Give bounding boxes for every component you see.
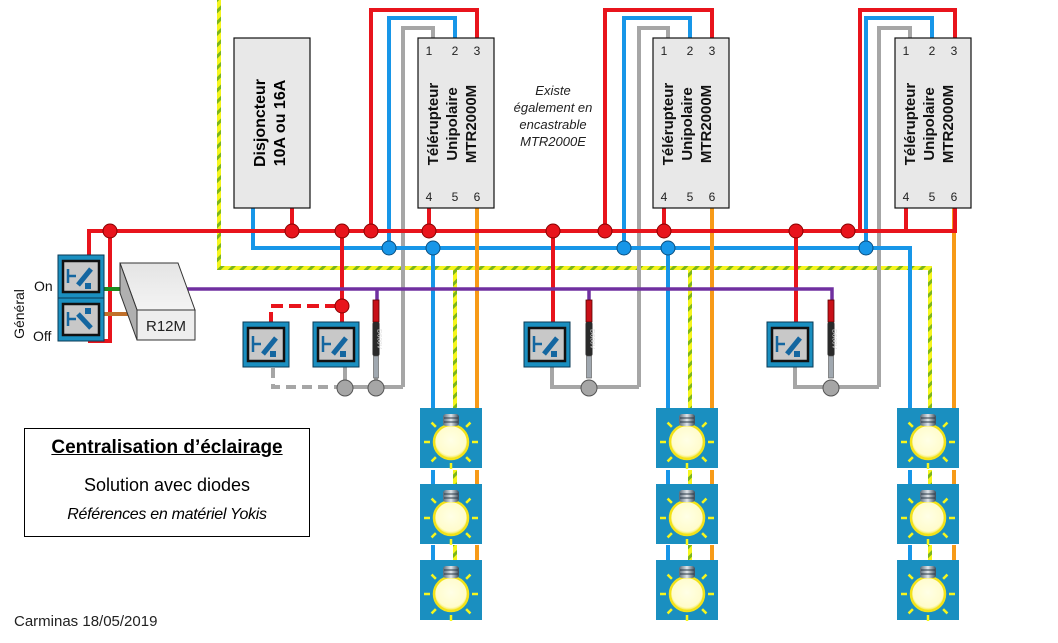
bulb-icon <box>432 423 470 461</box>
relay-label-line: Unipolaire <box>444 87 461 160</box>
bulb-icon <box>668 423 706 461</box>
general-switch-on[interactable] <box>57 254 105 299</box>
terminal-label: 5 <box>929 190 936 204</box>
lamp <box>656 560 718 621</box>
general-switch-off[interactable] <box>57 297 105 342</box>
on-label: On <box>34 278 53 294</box>
terminal-label: 3 <box>951 44 958 58</box>
relay-label-line: Unipolaire <box>679 87 696 160</box>
junctions-neutral <box>381 240 874 256</box>
terminal-label: 2 <box>687 44 694 58</box>
terminal-label: 3 <box>709 44 716 58</box>
control-wire <box>185 287 834 300</box>
lamp <box>897 560 959 621</box>
terminal-label: 6 <box>951 190 958 204</box>
earth-wire <box>217 0 932 560</box>
r12m-label: R12M <box>146 318 186 335</box>
bulb-icon <box>909 575 947 613</box>
info-box: Centralisation d’éclairage Solution avec… <box>24 428 310 537</box>
diode: D600V <box>827 299 838 379</box>
diode-label: D600V <box>376 329 383 350</box>
note-line2: également en <box>513 100 593 115</box>
switch-symbol-icon <box>251 336 261 352</box>
note-line4: MTR2000E <box>520 134 586 149</box>
breaker-line2: 10A ou 16A <box>272 79 289 166</box>
info-reference: Références en matériel Yokis <box>67 506 267 523</box>
lamp-wires <box>475 208 956 560</box>
relay-label-line: Télérupteur <box>425 83 442 166</box>
lamp <box>656 408 718 469</box>
note-line3: encastrable <box>519 117 587 132</box>
bulb-icon <box>668 499 706 537</box>
diode-label: D600V <box>589 329 596 350</box>
neutral-wire <box>251 16 934 560</box>
push-switch[interactable] <box>242 321 290 368</box>
junctions-phase <box>102 223 856 314</box>
switch-symbol-icon <box>532 336 542 352</box>
bulb-icon <box>432 575 470 613</box>
terminal-label: 4 <box>426 190 433 204</box>
light-rays-icon <box>660 573 714 621</box>
terminal-label: 4 <box>903 190 910 204</box>
info-subtitle: Solution avec diodes <box>83 475 251 495</box>
light-rays-icon <box>901 497 955 545</box>
terminal-label: 4 <box>661 190 668 204</box>
terminal-label: 2 <box>929 44 936 58</box>
light-rays-icon <box>424 573 478 621</box>
terminal-label: 5 <box>687 190 694 204</box>
light-rays-icon <box>660 421 714 469</box>
lamp <box>897 408 959 469</box>
push-switch[interactable] <box>523 321 571 368</box>
relay-label-line: Télérupteur <box>902 83 919 166</box>
terminal-label: 6 <box>709 190 716 204</box>
light-rays-icon <box>424 421 478 469</box>
terminal-label: 1 <box>426 44 433 58</box>
light-rays-icon <box>424 497 478 545</box>
switch-symbol-icon <box>321 336 331 352</box>
relay-label-line: Télérupteur <box>660 83 677 166</box>
relay-note: Existe également en encastrable MTR2000E <box>508 82 598 150</box>
relay-label-line: MTR2000M <box>940 85 957 163</box>
info-title: Centralisation d’éclairage <box>51 437 283 458</box>
terminal-label: 5 <box>452 190 459 204</box>
bulb-icon <box>432 499 470 537</box>
relay-label-line: MTR2000M <box>463 85 480 163</box>
light-rays-icon <box>901 421 955 469</box>
lamp <box>897 484 959 545</box>
terminal-label: 3 <box>474 44 481 58</box>
junctions-return <box>336 379 840 397</box>
bulb-icon <box>668 575 706 613</box>
push-switch[interactable] <box>312 321 360 368</box>
light-rays-icon <box>901 573 955 621</box>
terminal-label: 1 <box>903 44 910 58</box>
switch-symbol-icon <box>775 336 785 352</box>
diode: D600V <box>585 299 596 379</box>
lamp <box>420 484 482 545</box>
push-switch[interactable] <box>766 321 814 368</box>
diode-label: D600V <box>831 329 838 350</box>
terminal-label: 1 <box>661 44 668 58</box>
diode: D600V <box>372 299 383 379</box>
light-rays-icon <box>660 497 714 545</box>
relay-label-line: MTR2000M <box>698 85 715 163</box>
off-label: Off <box>33 328 52 344</box>
lamp <box>420 560 482 621</box>
relay-label-line: Unipolaire <box>921 87 938 160</box>
note-line1: Existe <box>535 83 571 98</box>
terminal-label: 2 <box>452 44 459 58</box>
terminal-label: 6 <box>474 190 481 204</box>
central-module-r12m: R12M <box>119 262 196 341</box>
circuit-breaker: Disjoncteur 10A ou 16A <box>233 37 311 209</box>
lamp <box>656 484 718 545</box>
breaker-line1: Disjoncteur <box>252 79 269 167</box>
credit: Carminas 18/05/2019 <box>14 613 158 630</box>
general-label: Général <box>11 289 27 339</box>
bulb-icon <box>909 499 947 537</box>
bulb-icon <box>909 423 947 461</box>
lamp <box>420 408 482 469</box>
